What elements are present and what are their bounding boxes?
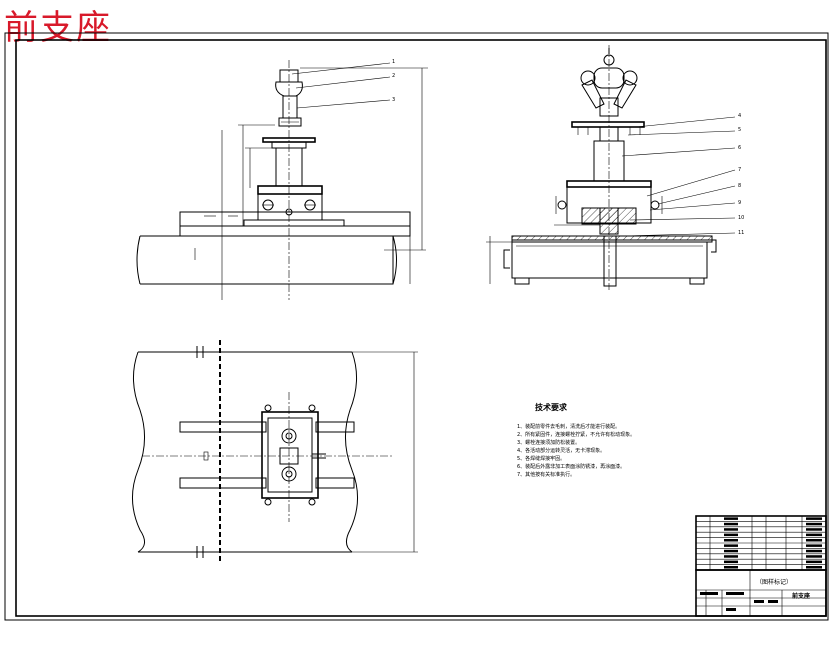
parts-list-cell-mark (806, 560, 822, 564)
tech-req-line-2: 2、所有紧固件，连接螺栓拧紧，不允许有松动现象。 (517, 431, 635, 438)
top-view (132, 340, 418, 564)
parts-list-cell-mark (724, 544, 738, 547)
parts-list-cell-mark (724, 566, 738, 569)
balloon-6: 6 (738, 145, 741, 151)
parts-list-cell-mark (724, 533, 738, 537)
parts-list-cell-mark (806, 544, 822, 547)
balloon-2: 2 (392, 73, 395, 79)
parts-list-cell-mark (724, 539, 738, 542)
balloon-10: 10 (738, 215, 744, 221)
balloon-11: 11 (738, 230, 744, 236)
parts-list (695, 515, 827, 571)
title-block-drawing-name: 前支座 (792, 592, 810, 600)
parts-list-cell-mark (806, 528, 822, 531)
parts-list-cell-mark (806, 549, 822, 553)
tech-req-line-7: 7、其他按有关标准执行。 (517, 471, 575, 478)
side-view (486, 45, 736, 290)
parts-list-cell-mark (724, 549, 738, 553)
parts-list-cell-mark (724, 528, 738, 531)
parts-list-cell-mark (724, 555, 738, 558)
tech-requirements-heading: 技术要求 (535, 402, 568, 412)
inner-border (15, 39, 827, 617)
balloon-1: 1 (392, 59, 395, 65)
balloon-4: 4 (738, 113, 741, 119)
outer-border (4, 32, 829, 621)
parts-list-cell-mark (806, 555, 822, 558)
parts-list-cell-mark (724, 522, 738, 526)
parts-list-cell-mark (806, 566, 822, 569)
balloon-5: 5 (738, 127, 741, 133)
tech-req-line-1: 1、装配前零件去毛刺，清洗后才能进行装配。 (517, 423, 620, 430)
drawing-title: 前支座 (4, 8, 112, 48)
tech-requirements: 技术要求 1、装配前零件去毛刺，清洗后才能进行装配。 2、所有紧固件，连接螺栓拧… (517, 402, 635, 478)
title-block: （图样标记） 前支座 (695, 569, 827, 617)
balloon-3: 3 (392, 97, 395, 103)
front-view (136, 60, 428, 300)
tech-req-line-6: 6、装配后外露非加工表面涂防锈漆，再涂面漆。 (517, 463, 625, 470)
title-block-note: （图样标记） (756, 578, 792, 586)
tech-req-line-3: 3、螺栓连接须加防松装置。 (517, 439, 580, 446)
balloon-8: 8 (738, 183, 741, 189)
parts-list-cell-mark (806, 522, 822, 526)
parts-list-cell-mark (806, 533, 822, 537)
balloon-9: 9 (738, 200, 741, 206)
balloon-7: 7 (738, 167, 741, 173)
parts-list-cell-mark (724, 560, 738, 564)
tech-req-line-4: 4、各活动部分运转灵活，无卡滞现象。 (517, 447, 605, 454)
tech-req-line-5: 5、各焊缝焊接牢固。 (517, 455, 565, 462)
parts-list-cell-mark (806, 539, 822, 542)
parts-list-cell-mark (806, 517, 822, 520)
parts-list-cell-mark (724, 517, 738, 520)
